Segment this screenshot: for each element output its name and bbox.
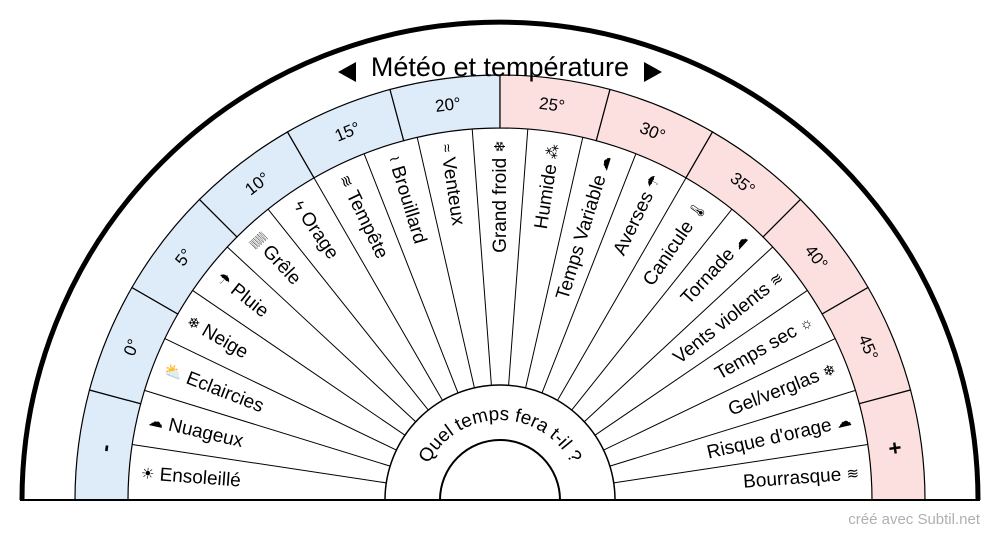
- sector-divider: [525, 137, 584, 388]
- temperature-ring: -0°5°10°15°20°25°30°35°40°45°+: [74, 74, 926, 501]
- weather-name: Grand froid: [490, 158, 511, 253]
- weather-label: ≈ Venteux: [436, 142, 469, 227]
- sector-divider: [613, 444, 868, 484]
- weather-label: ❄ Neige: [183, 311, 252, 363]
- title-arrow-left-icon: [338, 62, 356, 82]
- sector-divider: [267, 208, 429, 411]
- storm-risk-icon: ☁: [834, 412, 852, 432]
- weather-name: Risque d'orage: [705, 414, 834, 463]
- sector-divider: [132, 444, 387, 484]
- frost-icon: ❄: [820, 361, 838, 381]
- weather-name: Eclaircies: [183, 367, 266, 416]
- dial-title: Météo et température: [371, 52, 629, 82]
- sector-divider: [313, 177, 443, 401]
- weather-name: Ensoleillé: [159, 464, 242, 491]
- sector-divider: [508, 129, 529, 386]
- weather-sector[interactable]: Risque d'orage ☁: [705, 410, 853, 463]
- gust-icon: ≋: [846, 465, 860, 483]
- weather-name: Bourrasque: [742, 464, 842, 492]
- temperature-label: 25°: [538, 94, 566, 116]
- weather-label: ϟ Orage: [289, 197, 344, 263]
- sector-divider: [571, 208, 733, 411]
- weather-label: Risque d'orage ☁: [705, 410, 853, 463]
- weather-label: Bourrasque ≋: [742, 463, 859, 493]
- weather-sector[interactable]: ▒ Grêle: [247, 229, 305, 289]
- sector-divider: [471, 129, 492, 386]
- sector-divider: [416, 137, 475, 388]
- weather-sector[interactable]: ≈ Venteux: [436, 142, 469, 228]
- weather-name: Averses: [609, 188, 658, 259]
- temperature-label: +: [882, 440, 908, 456]
- weather-label: Averses ☂: [609, 171, 666, 259]
- weather-name: Brouillard: [387, 163, 431, 246]
- weather-sector[interactable]: Averses ☂: [609, 171, 666, 259]
- snowflake-icon: ❄: [492, 140, 509, 153]
- weather-name: Nuageux: [166, 414, 245, 452]
- sector-divider: [583, 246, 774, 423]
- sector-divider: [226, 246, 417, 423]
- shower-icon: ☂: [643, 172, 664, 191]
- weather-sector[interactable]: ≋ Tempête: [334, 171, 392, 262]
- weather-sector[interactable]: ϟ Orage: [289, 197, 344, 263]
- weather-sector[interactable]: Humide ⁂: [530, 142, 564, 231]
- weather-sector[interactable]: Grand froid ❄: [490, 140, 511, 253]
- outer-arc: [19, 19, 981, 501]
- temperature-label: 20°: [434, 94, 462, 116]
- weather-name: Tempête: [342, 187, 393, 262]
- sector-divider: [603, 338, 836, 451]
- sector-divider: [144, 389, 391, 467]
- weather-sector[interactable]: ⛅ Eclaircies: [161, 359, 267, 417]
- weather-sector[interactable]: Bourrasque ≋: [742, 463, 859, 493]
- temperature-label: -: [92, 443, 118, 454]
- weather-name: Canicule: [639, 217, 698, 290]
- weather-label: Grand froid ❄: [490, 140, 511, 253]
- sun-cloud-icon: ⛅: [162, 361, 186, 384]
- sector-divider: [192, 290, 406, 436]
- temperature-label: 0°: [120, 336, 144, 358]
- fog-icon: ≀: [386, 153, 404, 163]
- weather-name: Pluie: [227, 279, 273, 322]
- weather-sector[interactable]: ❄ Neige: [183, 311, 252, 363]
- humid-icon: ⁂: [542, 143, 562, 161]
- sector-divider: [164, 338, 397, 451]
- weather-name: Tornade: [677, 244, 739, 309]
- sector-divider: [557, 177, 687, 401]
- weather-sector[interactable]: ☁ Nuageux: [147, 410, 246, 452]
- weather-label: ☀ Ensoleillé: [140, 463, 241, 491]
- weather-label: Humide ⁂: [530, 142, 564, 230]
- weather-name: Humide: [530, 163, 561, 231]
- weather-name: Venteux: [438, 156, 469, 228]
- weather-label: ☁ Nuageux: [147, 410, 246, 452]
- weather-label: ⛅ Eclaircies: [161, 359, 267, 417]
- center-hub: Quel temps fera t-il ?: [384, 384, 616, 501]
- weather-sector[interactable]: ☀ Ensoleillé: [140, 463, 241, 491]
- sector-divider: [609, 389, 856, 467]
- cloud-icon: ☁: [147, 412, 165, 432]
- wind-icon: ≈: [438, 143, 456, 154]
- weather-sector[interactable]: ☂ Pluie: [212, 267, 273, 322]
- sector-divider: [541, 153, 637, 394]
- sun-icon: ☀: [140, 465, 155, 483]
- variable-icon: ☁: [594, 153, 615, 172]
- sector-divider: [594, 290, 808, 436]
- weather-name: Neige: [198, 320, 252, 363]
- credit-text: créé avec Subtil.net: [848, 511, 980, 528]
- weather-label: ▒ Grêle: [247, 229, 305, 289]
- title-arrow-right-icon: [644, 62, 662, 82]
- weather-label: ≋ Tempête: [334, 171, 392, 262]
- weather-label: ☂ Pluie: [212, 267, 273, 321]
- title-group: Météo et température: [338, 52, 662, 82]
- weather-name: Temps Variable: [552, 172, 610, 302]
- sector-divider: [363, 153, 459, 394]
